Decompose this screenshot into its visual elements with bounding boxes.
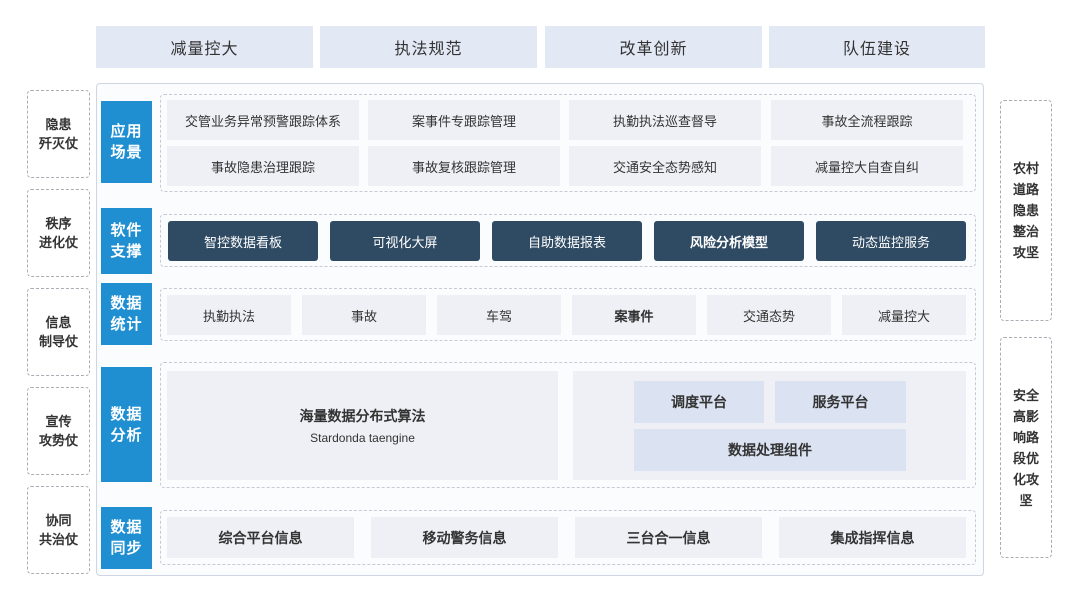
layer-label-text: 场景 <box>110 144 143 161</box>
sync-item: 集成指挥信息 <box>779 517 966 558</box>
right-side-text: 隐患 <box>1012 203 1039 218</box>
application-item: 减量控大自查自纠 <box>771 146 963 186</box>
sync-item: 移动警务信息 <box>371 517 558 558</box>
banner-team-building: 队伍建设 <box>769 26 985 68</box>
banner-law-enforcement: 执法规范 <box>320 26 537 68</box>
software-item: 风险分析模型 <box>654 221 804 261</box>
application-item: 交通安全态势感知 <box>569 146 761 186</box>
right-side-box-rural: 农村 道路 隐患 整治 攻坚 <box>1000 100 1052 321</box>
layer-label-application: 应用 场景 <box>101 101 152 183</box>
left-side-text: 歼灭仗 <box>38 136 78 151</box>
application-item: 事故全流程跟踪 <box>771 100 963 140</box>
left-side-text: 共治仗 <box>38 532 78 547</box>
statistics-item: 案事件 <box>572 295 696 335</box>
layer-label-analysis: 数据 分析 <box>101 367 152 482</box>
layer-label-text: 数据 <box>110 519 143 536</box>
layer-label-text: 支撑 <box>110 243 143 260</box>
algorithm-subtitle: Stardonda taengine <box>310 431 415 445</box>
left-side-text: 攻势仗 <box>38 433 78 448</box>
application-item: 案事件专跟踪管理 <box>368 100 560 140</box>
left-side-text: 宣传 <box>45 414 72 429</box>
left-side-text: 制导仗 <box>38 334 78 349</box>
algorithm-panel: 海量数据分布式算法 Stardonda taengine <box>167 371 558 480</box>
right-side-text: 坚 <box>1019 492 1033 508</box>
left-side-box: 秩序 进化仗 <box>27 189 90 277</box>
right-side-text: 整治 <box>1012 224 1039 239</box>
right-side-text: 响路 <box>1012 429 1039 445</box>
right-side-text: 道路 <box>1012 182 1039 197</box>
banner-reform-innovation: 改革创新 <box>545 26 762 68</box>
statistics-row-box <box>160 288 976 341</box>
service-platform: 服务平台 <box>775 381 906 423</box>
left-side-box: 隐患 歼灭仗 <box>27 90 90 178</box>
banner-reduce-control: 减量控大 <box>96 26 313 68</box>
application-item: 事故复核跟踪管理 <box>368 146 560 186</box>
statistics-item: 执勤执法 <box>167 295 291 335</box>
left-side-text: 协同 <box>45 513 72 528</box>
right-side-text: 高影 <box>1012 408 1039 424</box>
layer-label-sync: 数据 同步 <box>101 507 152 569</box>
sync-item: 综合平台信息 <box>167 517 354 558</box>
left-side-box: 协同 共治仗 <box>27 486 90 574</box>
data-processing-component: 数据处理组件 <box>634 429 906 471</box>
left-side-text: 信息 <box>45 315 72 330</box>
software-item: 智控数据看板 <box>168 221 318 261</box>
statistics-item: 事故 <box>302 295 426 335</box>
right-side-text: 段优 <box>1012 450 1039 466</box>
layer-label-text: 统计 <box>110 316 143 333</box>
algorithm-title: 海量数据分布式算法 <box>299 408 426 424</box>
statistics-item: 交通态势 <box>707 295 831 335</box>
right-side-text: 化攻 <box>1012 471 1039 487</box>
application-item: 交管业务异常预警跟踪体系 <box>167 100 359 140</box>
scheduling-platform: 调度平台 <box>634 381 764 423</box>
software-item: 动态监控服务 <box>816 221 966 261</box>
right-side-text: 攻坚 <box>1012 245 1039 260</box>
layer-label-text: 同步 <box>110 540 143 557</box>
layer-label-software: 软件 支撑 <box>101 208 152 274</box>
left-side-box: 宣传 攻势仗 <box>27 387 90 475</box>
sync-item: 三台合一信息 <box>575 517 762 558</box>
left-side-text: 秩序 <box>45 216 72 231</box>
statistics-item: 减量控大 <box>842 295 966 335</box>
software-item: 自助数据报表 <box>492 221 642 261</box>
right-side-box-high-impact: 安全 高影 响路 段优 化攻 坚 <box>1000 337 1052 558</box>
layer-label-text: 分析 <box>110 426 143 444</box>
right-side-text: 农村 <box>1012 161 1039 176</box>
left-side-text: 隐患 <box>45 117 72 132</box>
software-item: 可视化大屏 <box>330 221 480 261</box>
left-side-box: 信息 制导仗 <box>27 288 90 376</box>
layer-label-text: 数据 <box>110 405 143 423</box>
layer-label-text: 数据 <box>110 295 143 312</box>
application-item: 执勤执法巡查督导 <box>569 100 761 140</box>
right-side-text: 安全 <box>1012 387 1039 403</box>
layer-label-text: 软件 <box>110 222 143 239</box>
layer-label-text: 应用 <box>110 123 143 140</box>
left-side-text: 进化仗 <box>38 235 78 250</box>
layer-label-statistics: 数据 统计 <box>101 283 152 345</box>
application-item: 事故隐患治理跟踪 <box>167 146 359 186</box>
statistics-item: 车驾 <box>437 295 561 335</box>
